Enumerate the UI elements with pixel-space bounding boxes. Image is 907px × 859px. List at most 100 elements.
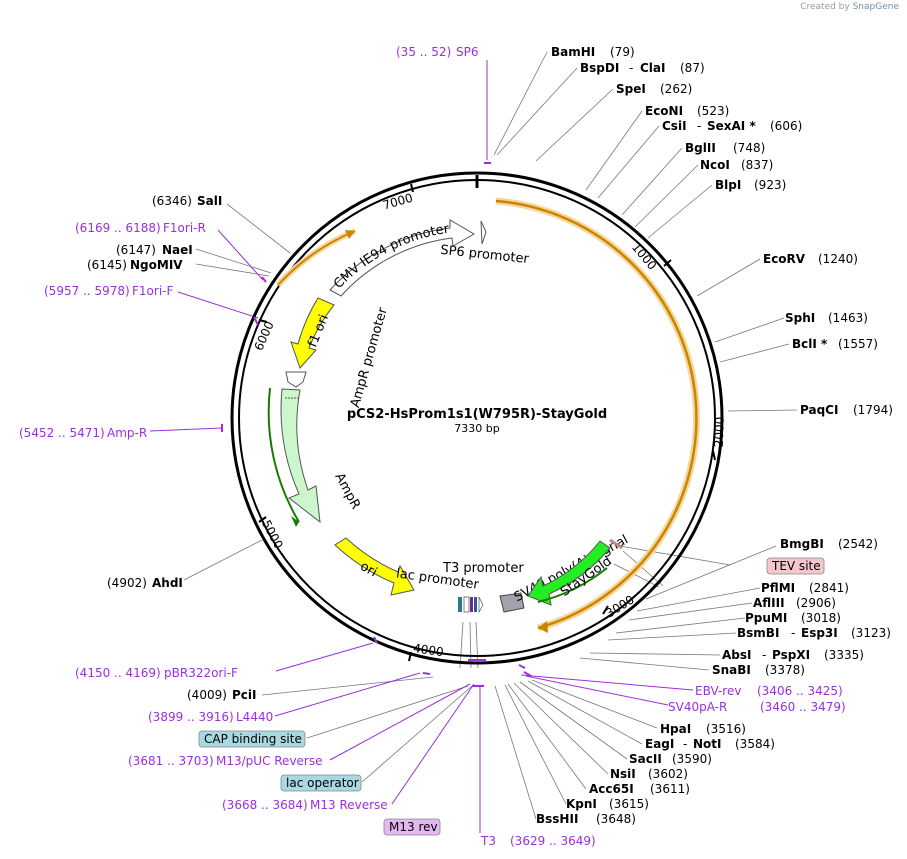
cap-binding-site-mark[interactable] <box>458 597 462 612</box>
site-eagi[interactable]: EagI <box>645 737 674 751</box>
site-eagi-pos: (3584) <box>735 737 775 751</box>
ampr-label: AmpR <box>331 471 362 512</box>
site-sacii[interactable]: SacII <box>629 752 662 766</box>
site-esp3i[interactable]: Esp3I <box>801 626 838 640</box>
primer-t3-range: (3629 .. 3649) <box>510 834 596 848</box>
site-pflmi[interactable]: PflMI <box>761 581 795 595</box>
sv40-polya-box[interactable] <box>499 592 525 613</box>
credit-prefix: Created by <box>800 2 850 12</box>
lac-operator-label: lac operator <box>286 776 359 790</box>
site-ecorv[interactable]: EcoRV <box>763 252 806 266</box>
site-sexai[interactable]: SexAI * <box>707 119 756 133</box>
site-eagi-dash: - <box>683 737 687 751</box>
site-hpai[interactable]: HpaI <box>660 722 691 736</box>
site-bmgbi[interactable]: BmgBI <box>780 537 824 551</box>
site-afliii-pos: (2906) <box>796 596 836 610</box>
site-afliii[interactable]: AflIII <box>753 596 785 610</box>
ampr-promoter-arrow[interactable] <box>285 371 307 388</box>
snapgene-credit: Created by SnapGene <box>800 2 899 12</box>
site-bsshii[interactable]: BssHII <box>536 812 578 826</box>
site-naei[interactable]: NaeI <box>162 243 193 257</box>
t3-promoter-label: T3 promoter <box>442 561 524 576</box>
primer-f1ori-f-range: (5957 .. 5978) <box>44 284 130 298</box>
site-bsmbi-pos: (3123) <box>851 626 891 640</box>
tick-label-6000: 6000 <box>252 319 277 353</box>
site-bamhi-pos: (79) <box>610 45 635 59</box>
site-blpi[interactable]: BlpI <box>715 178 741 192</box>
primer-f1ori-r-name[interactable]: F1ori-R <box>163 221 206 235</box>
primer-m13-puc-range: (3681 .. 3703) <box>128 754 214 768</box>
ampr-arrow[interactable] <box>280 388 321 524</box>
lac-promoter-mark[interactable] <box>463 596 470 613</box>
primer-amp-r-name[interactable]: Amp-R <box>107 426 147 440</box>
site-ngomiv[interactable]: NgoMIV <box>130 258 183 272</box>
tev-site-mark[interactable] <box>609 538 623 550</box>
site-ppumi-pos: (3018) <box>801 611 841 625</box>
site-sali[interactable]: SalI <box>197 194 222 208</box>
site-pcii[interactable]: PciI <box>232 688 257 702</box>
site-acc65i[interactable]: Acc65I <box>589 782 634 796</box>
site-pcii-pos: (4009) <box>187 688 227 702</box>
site-bglii[interactable]: BglII <box>685 141 716 155</box>
primer-l4440-name[interactable]: L4440 <box>236 710 273 724</box>
snapgene-logo: SnapGene <box>852 2 899 12</box>
site-pspxi[interactable]: PspXI <box>772 648 810 662</box>
primer-m13-reverse-range: (3668 .. 3684) <box>222 798 308 812</box>
staygold-arrow[interactable] <box>527 540 611 606</box>
cap-binding-site-box[interactable] <box>198 730 306 748</box>
primer-ebv-rev-name[interactable]: EBV-rev <box>695 684 741 698</box>
site-pflmi-pos: (2841) <box>809 581 849 595</box>
primer-ticks <box>221 162 532 687</box>
primer-sv40pa-r-range: (3460 .. 3479) <box>760 700 846 714</box>
site-spei-pos: (262) <box>660 82 692 96</box>
site-bspdi[interactable]: BspDI <box>580 61 619 75</box>
cmv-promoter-arrow[interactable] <box>329 219 475 297</box>
primer-pbr322ori-f-range: (4150 .. 4169) <box>75 666 161 680</box>
site-ppumi[interactable]: PpuMI <box>745 611 787 625</box>
m13-rev-mark[interactable] <box>470 597 473 612</box>
site-bamhi[interactable]: BamHI <box>551 45 595 59</box>
site-acc65i-pos: (3611) <box>650 782 690 796</box>
primer-m13-puc-name[interactable]: M13/pUC Reverse <box>216 754 323 768</box>
site-spei[interactable]: SpeI <box>616 82 646 96</box>
primer-sp6-name[interactable]: SP6 <box>456 45 479 59</box>
lac-operator-mark[interactable] <box>474 597 477 612</box>
f1-ori-arrow[interactable] <box>290 297 335 369</box>
tev-site-box[interactable] <box>766 557 825 575</box>
t3-promoter-mark[interactable] <box>478 596 484 614</box>
site-bsmbi-dash: - <box>791 626 795 640</box>
site-noti[interactable]: NotI <box>693 737 722 751</box>
primer-pbr322ori-f-name[interactable]: pBR322ori-F <box>164 666 238 680</box>
site-naei-pos: (6147) <box>116 243 156 257</box>
primer-sv40pa-r-name[interactable]: SV40pA-R <box>668 700 727 714</box>
site-kpni[interactable]: KpnI <box>566 797 597 811</box>
site-bcli[interactable]: BclI * <box>792 337 828 351</box>
site-ahdi[interactable]: AhdI <box>152 576 183 590</box>
m13-rev-box[interactable] <box>383 818 441 836</box>
staygold-primer-arrow <box>537 567 608 603</box>
site-nsii[interactable]: NsiI <box>610 767 636 781</box>
insert-arc <box>495 199 698 630</box>
primer-f1ori-f-name[interactable]: F1ori-F <box>132 284 173 298</box>
site-bsshii-pos: (3648) <box>596 812 636 826</box>
site-bspdi-pos: (87) <box>680 61 705 75</box>
site-ncoi[interactable]: NcoI <box>700 158 730 172</box>
site-clai[interactable]: ClaI <box>640 61 665 75</box>
site-econi[interactable]: EcoNI <box>645 104 683 118</box>
site-bsmbi[interactable]: BsmBI <box>737 626 779 640</box>
sp6-promoter-arrow[interactable] <box>480 220 487 245</box>
site-absi[interactable]: AbsI <box>722 648 751 662</box>
site-paqci[interactable]: PaqCI <box>800 403 838 417</box>
site-csii[interactable]: CsiI <box>662 119 687 133</box>
tick-marks <box>258 183 716 662</box>
primer-m13-reverse-name[interactable]: M13 Reverse <box>310 798 388 812</box>
site-snabi[interactable]: SnaBI <box>712 663 751 677</box>
site-sphi[interactable]: SphI <box>785 311 815 325</box>
site-ecorv-pos: (1240) <box>818 252 858 266</box>
site-csii-pos: (606) <box>770 119 802 133</box>
lac-operator-box[interactable] <box>280 774 362 792</box>
ori-arrow[interactable] <box>334 537 415 596</box>
primer-t3-name[interactable]: T3 <box>480 834 496 848</box>
site-absi-dash: - <box>762 648 766 662</box>
